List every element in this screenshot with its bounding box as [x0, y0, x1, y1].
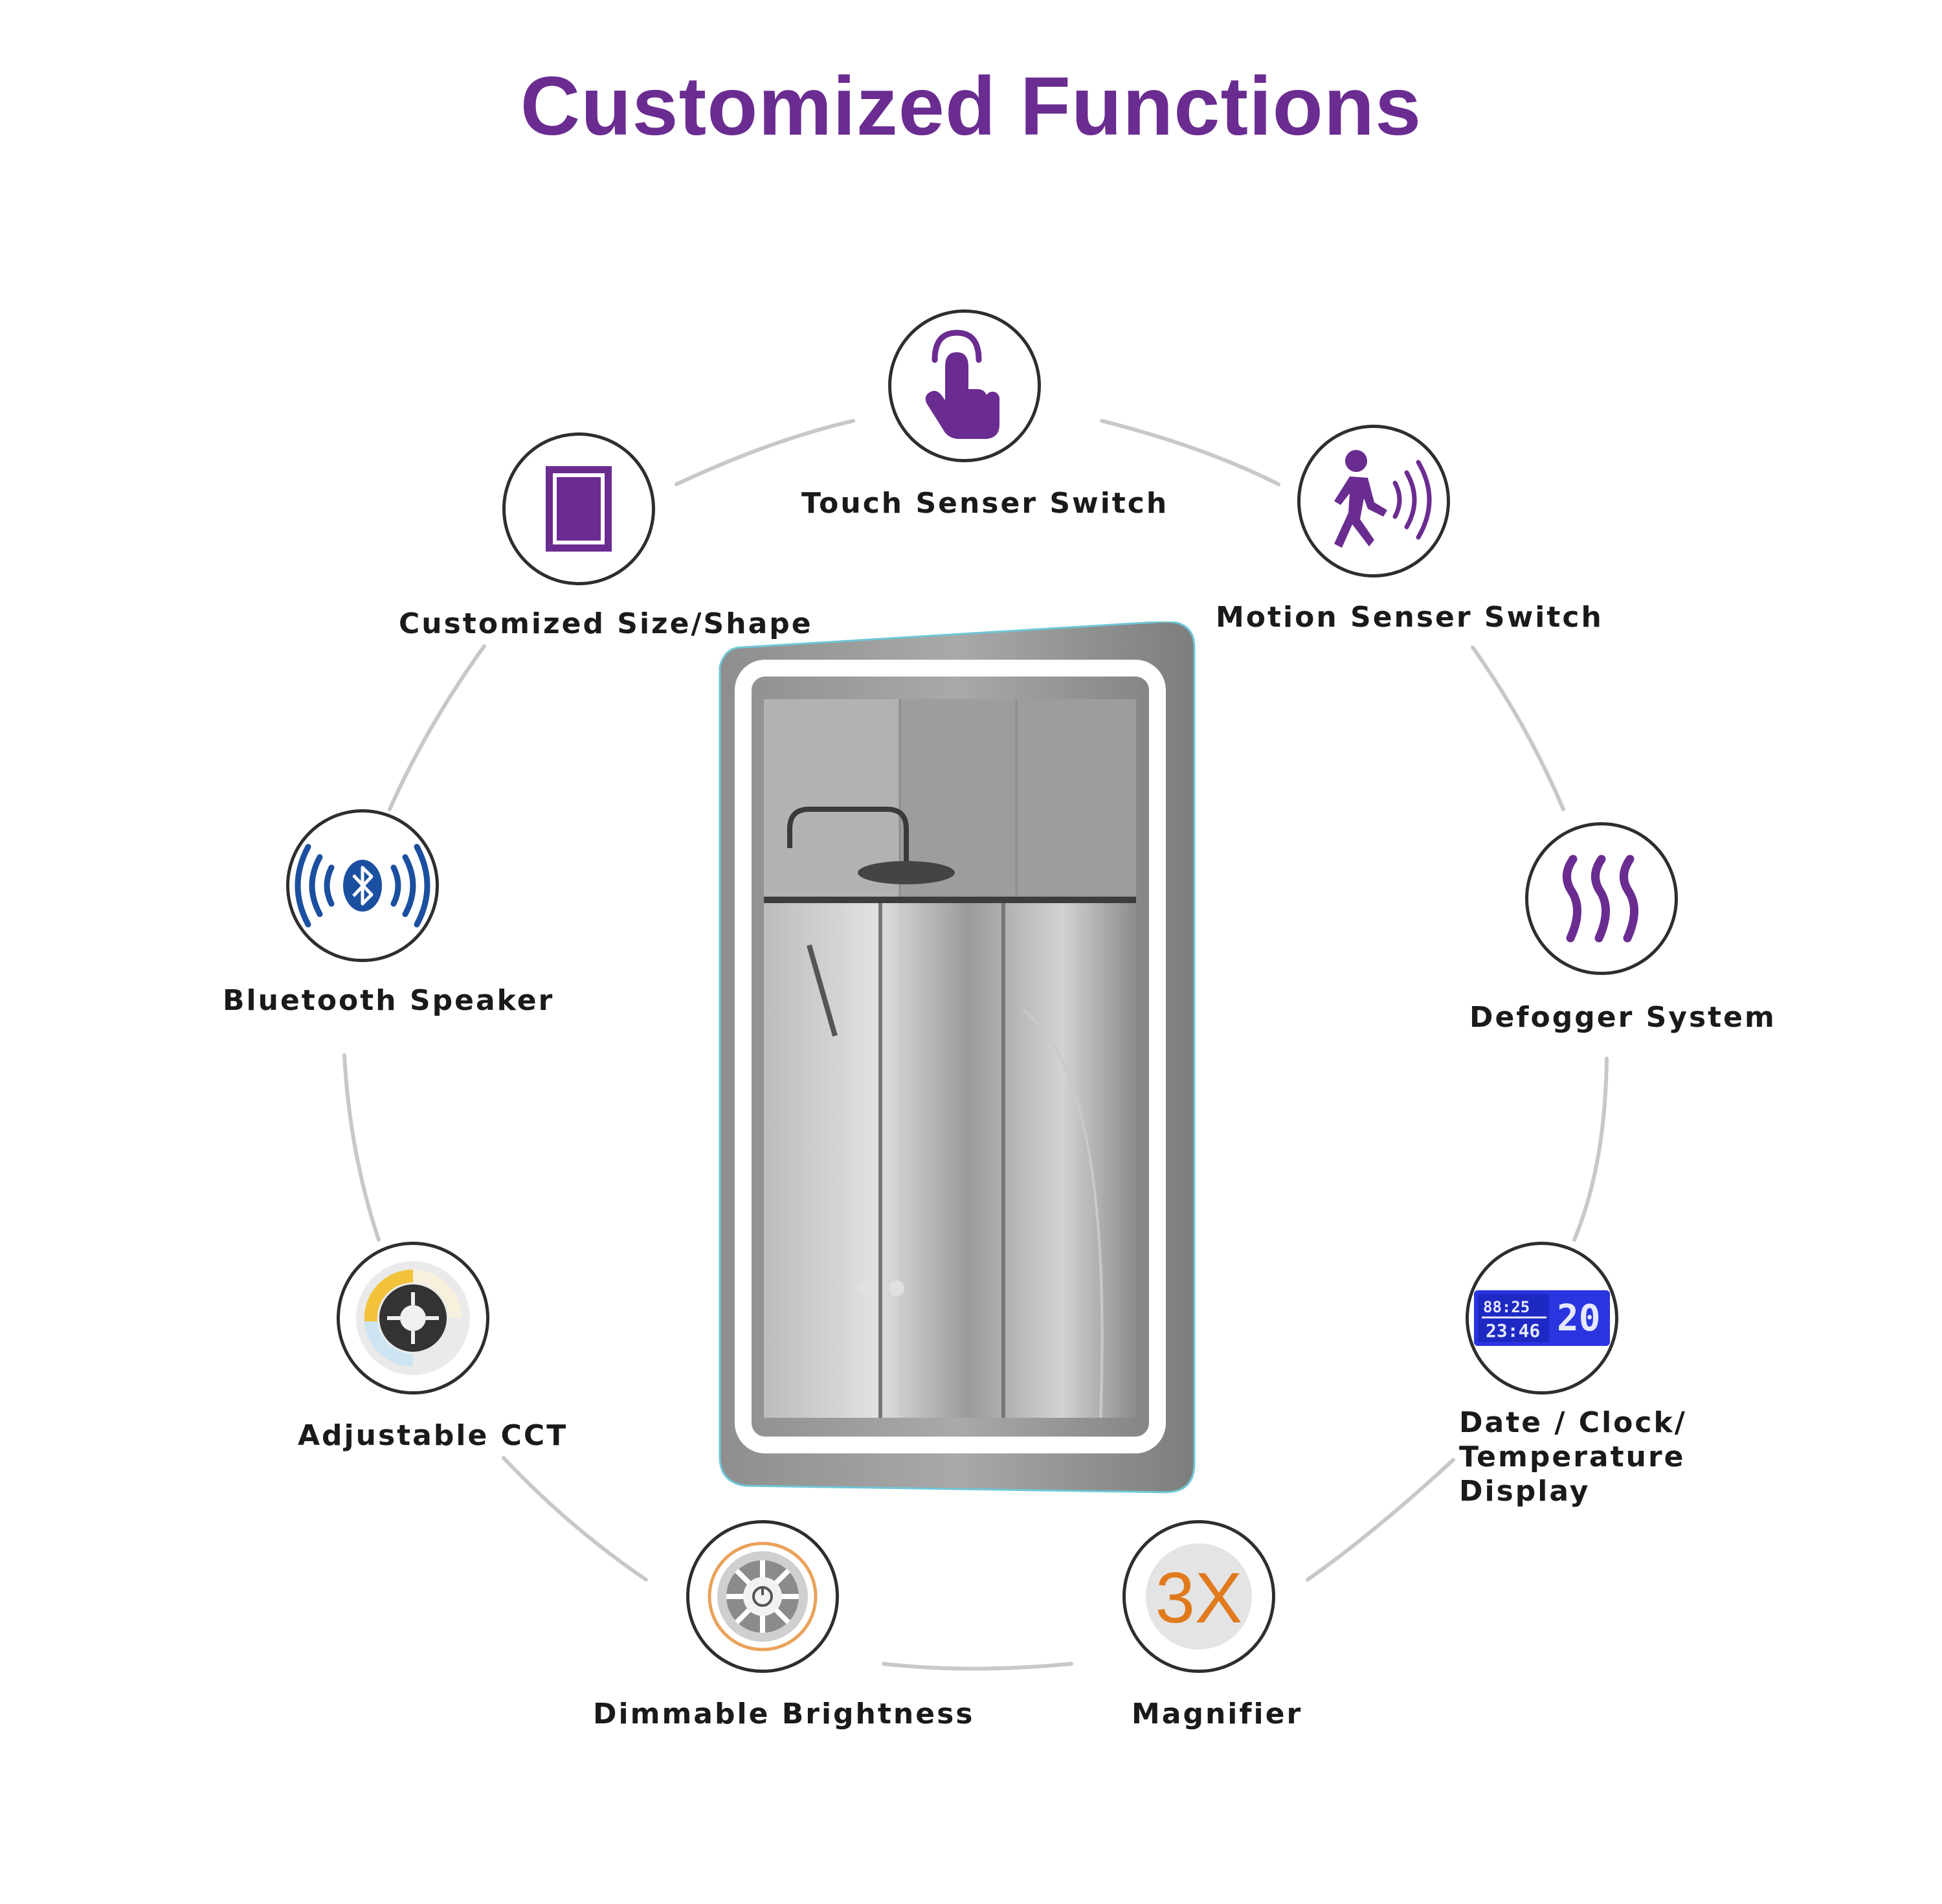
touch-hand-icon [925, 330, 999, 439]
feature-label-magnifier: Magnifier [1132, 1697, 1303, 1730]
touch-sensor-icon-circle [888, 309, 1041, 462]
ring-arc [1471, 645, 1565, 811]
dimmer-knob-icon [708, 1541, 818, 1652]
ring-arc [1572, 1057, 1609, 1242]
size-shape-icon-circle [502, 432, 655, 585]
motion-walk-icon [1334, 450, 1432, 548]
magnifier-3x-text: 3X [1155, 1558, 1243, 1638]
bluetooth-icon-circle [286, 809, 439, 962]
ring-arc [882, 1662, 1073, 1671]
feature-label-dimmable: Dimmable Brightness [593, 1697, 975, 1730]
ring-arc [1306, 1458, 1455, 1582]
magnifier-icon-circle: 3X [1122, 1520, 1275, 1673]
cct-knob-icon [356, 1261, 470, 1375]
page-title: Customized Functions [520, 60, 1422, 153]
feature-label-cct: Adjustable CCT [298, 1419, 568, 1452]
magnifier-3x-icon: 3X [1146, 1543, 1252, 1650]
feature-label-motion-sensor: Motion Senser Switch [1216, 601, 1603, 634]
svg-text:88:25: 88:25 [1483, 1298, 1530, 1316]
ring-arc [675, 419, 855, 486]
led-mirror-illustration [719, 622, 1196, 1494]
feature-label-size-shape: Customized Size/Shape [399, 607, 813, 640]
bluetooth-speaker-icon [295, 844, 430, 928]
heat-waves-icon [1563, 855, 1638, 943]
ring-arc [342, 1053, 381, 1242]
cct-icon-circle [337, 1242, 489, 1394]
dimmer-icon-circle [686, 1520, 839, 1673]
size-shape-icon [546, 466, 612, 552]
ring-arc [1100, 419, 1280, 486]
ring-arc [388, 644, 486, 811]
lcd-display-icon: 88:25 23:46 20 [1474, 1290, 1610, 1346]
ring-arc [502, 1456, 648, 1582]
svg-text:23:46: 23:46 [1486, 1320, 1540, 1341]
motion-sensor-icon-circle [1297, 425, 1450, 577]
defogger-icon-circle [1525, 822, 1678, 975]
feature-label-bluetooth: Bluetooth Speaker [223, 984, 555, 1017]
lcd-display-icon-circle: 88:25 23:46 20 [1466, 1242, 1618, 1394]
feature-label-touch-sensor: Touch Senser Switch [801, 487, 1169, 520]
feature-label-defogger: Defogger System [1469, 1001, 1776, 1034]
svg-text:20: 20 [1557, 1297, 1600, 1339]
feature-label-date-clock-temp: Date / Clock/ Temperature Display [1459, 1406, 1687, 1508]
